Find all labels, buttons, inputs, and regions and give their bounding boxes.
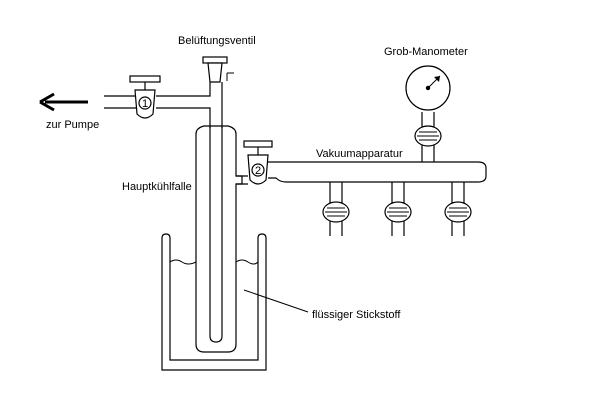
vent-valve <box>202 56 234 83</box>
label-vent-valve: Belüftungsventil <box>178 35 256 47</box>
stopcock-branch-2 <box>384 201 412 223</box>
label-main-trap: Hauptkühlfalle <box>122 181 192 193</box>
label-pump: zur Pumpe <box>46 119 99 131</box>
label-manometer: Grob-Manometer <box>384 46 468 58</box>
manometer-gauge <box>405 65 451 111</box>
valve-2: 2 <box>243 140 273 185</box>
valve-2-number: 2 <box>255 165 261 177</box>
dewar <box>161 233 309 371</box>
stopcock-branch-3 <box>444 201 472 223</box>
pump-line-pipe <box>104 82 223 128</box>
valve-1-number: 1 <box>142 98 148 110</box>
label-liquid-nitrogen: flüssiger Stickstoff <box>312 309 401 321</box>
pump-arrow <box>39 92 88 112</box>
cold-trap <box>195 125 248 353</box>
valve-1: 1 <box>129 75 161 119</box>
stopcock-manometer <box>414 125 442 147</box>
label-vacuum-apparatus: Vakuumapparatur <box>316 148 403 160</box>
stopcock-branch-1 <box>322 201 350 223</box>
